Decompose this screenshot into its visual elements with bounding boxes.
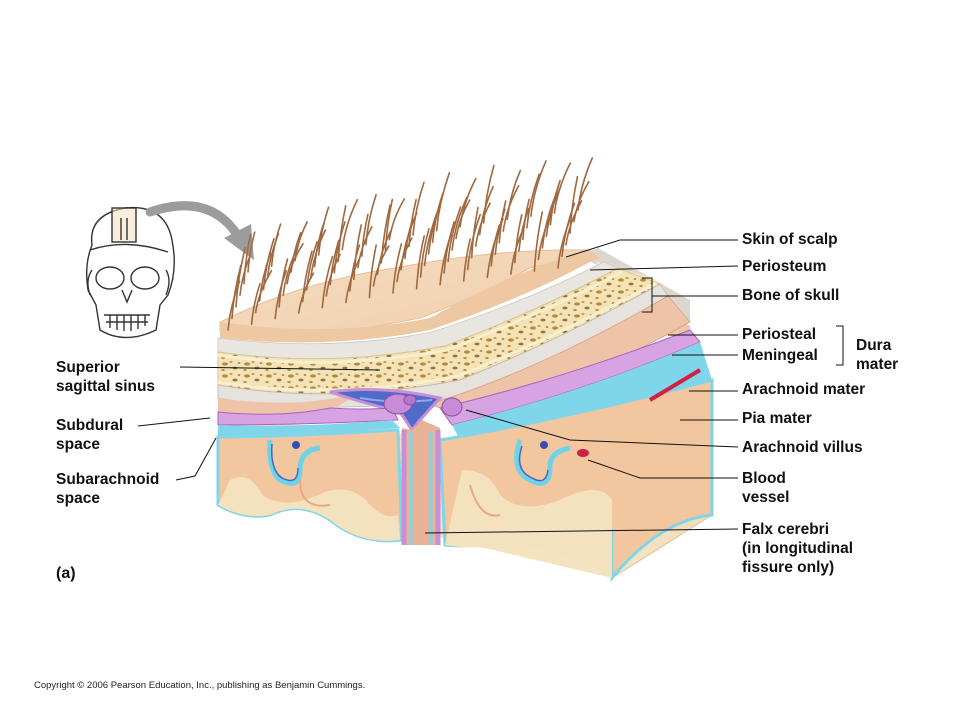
hair-strand	[526, 173, 540, 229]
hair-strand	[341, 198, 359, 251]
hair-strand	[384, 198, 394, 252]
label-superior-sagittal-sinus: Superior sagittal sinus	[56, 358, 155, 396]
hair-strand	[415, 235, 425, 290]
hair-strand	[514, 213, 523, 264]
hair-strand	[553, 162, 572, 214]
label-dura-mater: Dura mater	[856, 336, 898, 374]
cerebral-cortex	[216, 378, 714, 583]
label-subdural-line1: Subdural	[56, 417, 124, 434]
hair-strand	[349, 244, 361, 292]
label-meningeal: Meningeal	[742, 347, 818, 364]
hair-strand	[262, 237, 275, 291]
hair-strand	[368, 244, 377, 299]
hair-strand	[365, 194, 377, 246]
hair-strand	[482, 164, 495, 224]
label-pia-mater: Pia mater	[742, 410, 812, 427]
hair-strand	[333, 221, 346, 274]
curved-arrow-icon	[145, 201, 254, 260]
hair-strand	[388, 198, 406, 241]
label-bone-of-skull: Bone of skull	[742, 287, 840, 304]
hair-strand	[447, 206, 462, 263]
hair-strand	[282, 246, 299, 297]
hair-strand	[419, 228, 430, 278]
hair-strand	[490, 224, 501, 267]
hair-strand	[329, 239, 340, 286]
leader-lines	[137, 239, 844, 534]
hair-strand	[522, 198, 530, 241]
label-dura-line1: Dura	[856, 337, 892, 354]
pia-layer-right	[452, 342, 712, 440]
hair-strand	[305, 241, 318, 291]
hair-strand	[294, 221, 308, 262]
label-dura-line2: mater	[856, 356, 899, 373]
label-blood-vessel: Blood vessel	[742, 469, 789, 507]
hair-strand	[408, 198, 417, 248]
hair-strand	[250, 282, 261, 325]
falx-cerebri	[401, 420, 441, 545]
hair-strand	[317, 206, 330, 256]
copyright-notice: Copyright © 2006 Pearson Education, Inc.…	[34, 680, 366, 691]
hair-strand	[337, 205, 347, 262]
hair-strand	[361, 213, 369, 257]
hair-strand	[502, 184, 520, 232]
panel-label: (a)	[56, 565, 76, 582]
hair-strand	[412, 181, 425, 236]
label-falx-line3: fissure only)	[742, 559, 835, 576]
hair-strand	[498, 200, 507, 244]
skull-icon	[85, 206, 175, 339]
label-falx-cerebri: Falx cerebri (in longitudinal fissure on…	[742, 520, 853, 577]
blood-vessel	[292, 368, 702, 457]
label-falx-line1: Falx cerebri	[742, 521, 830, 538]
hair-strand	[533, 211, 544, 272]
pia-layer-left	[218, 420, 400, 437]
label-arachnoid-villus: Arachnoid villus	[742, 439, 863, 456]
label-skin-of-scalp: Skin of scalp	[742, 231, 838, 248]
label-subarachnoid-space: Subarachnoid space	[56, 470, 159, 508]
label-subarachnoid-line2: space	[56, 490, 100, 507]
hair-strand	[435, 172, 451, 232]
label-sss-line1: Superior	[56, 359, 120, 376]
hair-strand	[353, 224, 362, 281]
label-periosteum: Periosteum	[742, 258, 827, 275]
hair-strand	[518, 207, 530, 252]
label-falx-line2: (in longitudinal	[742, 540, 854, 557]
scalp-hair	[227, 157, 594, 331]
label-subdural-line2: space	[56, 436, 100, 453]
hair-strand	[247, 231, 256, 273]
label-subdural-space: Subdural space	[56, 416, 123, 454]
hair-strand	[270, 223, 282, 267]
hair-strand	[577, 157, 594, 211]
hair-strand	[506, 169, 522, 221]
label-blood-line2: vessel	[742, 489, 790, 506]
hair-strand	[235, 247, 246, 308]
arachnoid-layer	[217, 407, 399, 426]
label-sss-line2: sagittal sinus	[56, 378, 156, 395]
hair-strand	[278, 258, 289, 308]
hair-strand	[549, 180, 561, 226]
hair-strand	[443, 221, 455, 274]
hair-strand	[380, 204, 391, 264]
arachnoid-villus	[383, 393, 463, 417]
hair-strand	[462, 238, 471, 282]
hair-strand	[243, 233, 252, 285]
hair-strand	[321, 255, 334, 309]
hair-strand	[392, 243, 403, 294]
hair-strand	[459, 177, 477, 228]
hair-strand	[530, 160, 547, 217]
hair-strand	[510, 232, 523, 275]
hair-strand	[274, 270, 287, 320]
hair-strand	[470, 206, 479, 259]
label-periosteal: Periosteal	[742, 326, 817, 343]
label-blood-line1: Blood	[742, 470, 786, 487]
hair-strand	[290, 231, 302, 273]
label-subarachnoid-line1: Subarachnoid	[56, 471, 160, 488]
hair-strand	[451, 196, 468, 251]
label-arachnoid-mater: Arachnoid mater	[742, 381, 866, 398]
hair-strand	[569, 175, 579, 234]
hair-strand	[301, 250, 313, 303]
